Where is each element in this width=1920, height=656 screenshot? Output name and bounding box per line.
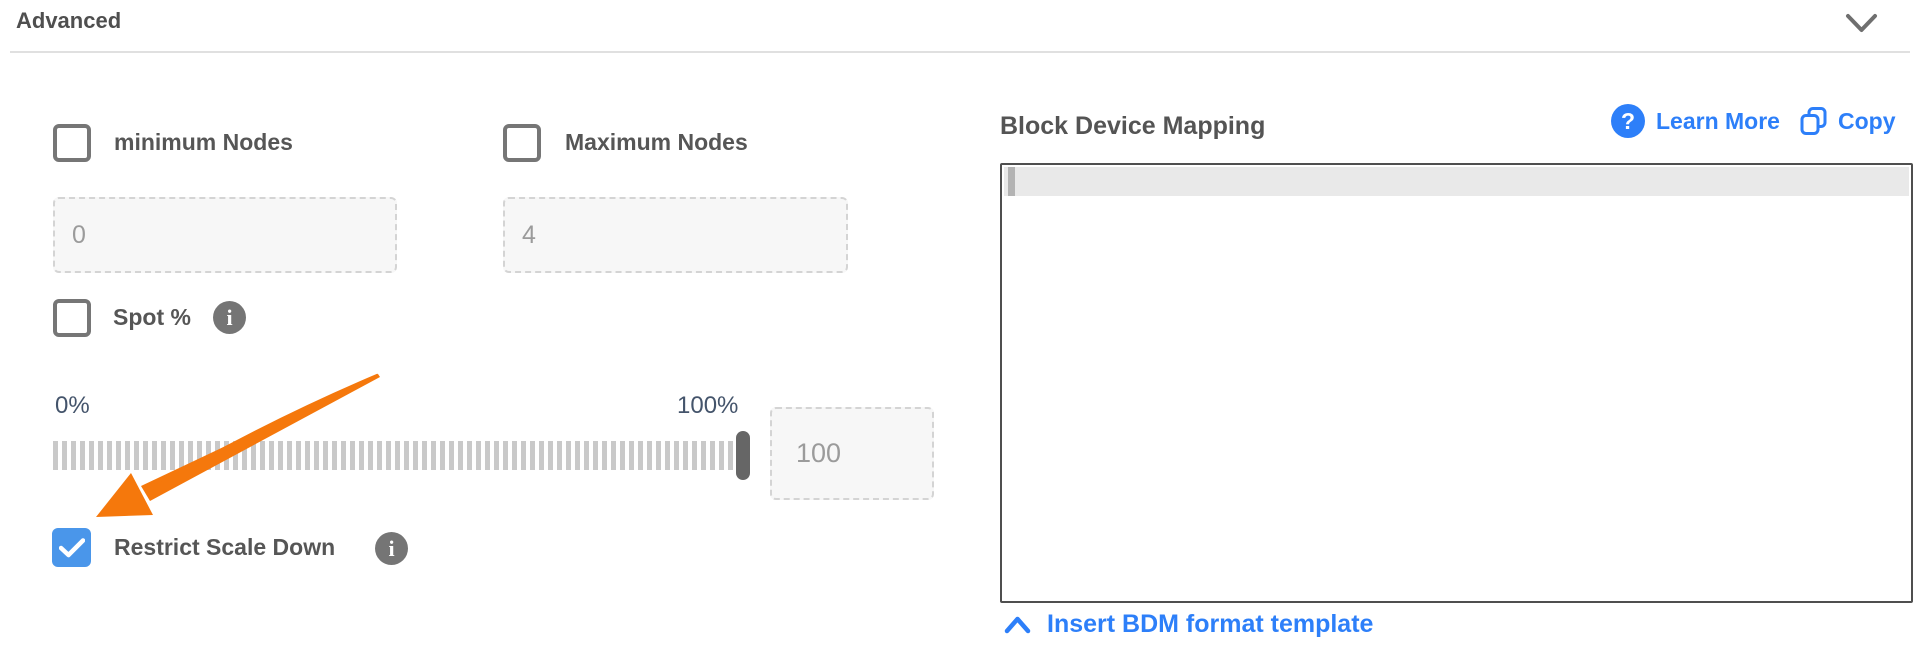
- checkmark-icon: [58, 537, 85, 557]
- block-device-mapping-editor[interactable]: [1000, 163, 1913, 603]
- minimum-nodes-label: minimum Nodes: [114, 129, 293, 155]
- insert-bdm-template-button[interactable]: Insert BDM format template: [1004, 610, 1373, 639]
- maximum-nodes-label: Maximum Nodes: [565, 129, 748, 155]
- copy-icon[interactable]: [1799, 106, 1829, 143]
- spot-percent-value-input[interactable]: [770, 407, 934, 500]
- spot-percent-slider-track[interactable]: [53, 441, 746, 470]
- maximum-nodes-input[interactable]: [503, 197, 848, 273]
- section-divider: [10, 51, 1910, 53]
- spot-percent-label: Spot %: [113, 304, 191, 330]
- slider-max-label: 100%: [677, 392, 739, 419]
- spot-percent-slider-handle[interactable]: [736, 431, 750, 480]
- chevron-up-icon: [1004, 616, 1031, 633]
- restrict-scale-down-label: Restrict Scale Down: [114, 534, 336, 560]
- slider-min-label: 0%: [55, 392, 90, 419]
- minimum-nodes-checkbox[interactable]: [53, 124, 91, 162]
- accordion-title: Advanced: [16, 8, 122, 33]
- maximum-nodes-checkbox[interactable]: [503, 124, 541, 162]
- restrict-scale-down-checkbox[interactable]: [52, 528, 91, 567]
- restrict-scale-down-info-icon[interactable]: i: [375, 532, 408, 565]
- learn-more-link[interactable]: Learn More: [1656, 108, 1780, 134]
- editor-caret: [1008, 167, 1015, 196]
- insert-bdm-template-label: Insert BDM format template: [1047, 610, 1374, 638]
- editor-active-line: [1004, 167, 1909, 196]
- block-device-mapping-title: Block Device Mapping: [1000, 112, 1266, 140]
- copy-button-label[interactable]: Copy: [1838, 108, 1896, 134]
- spot-info-icon[interactable]: i: [213, 301, 246, 334]
- question-icon[interactable]: ?: [1611, 104, 1645, 138]
- spot-percent-checkbox[interactable]: [53, 299, 91, 337]
- chevron-down-icon[interactable]: [1845, 12, 1878, 41]
- minimum-nodes-input[interactable]: [53, 197, 397, 273]
